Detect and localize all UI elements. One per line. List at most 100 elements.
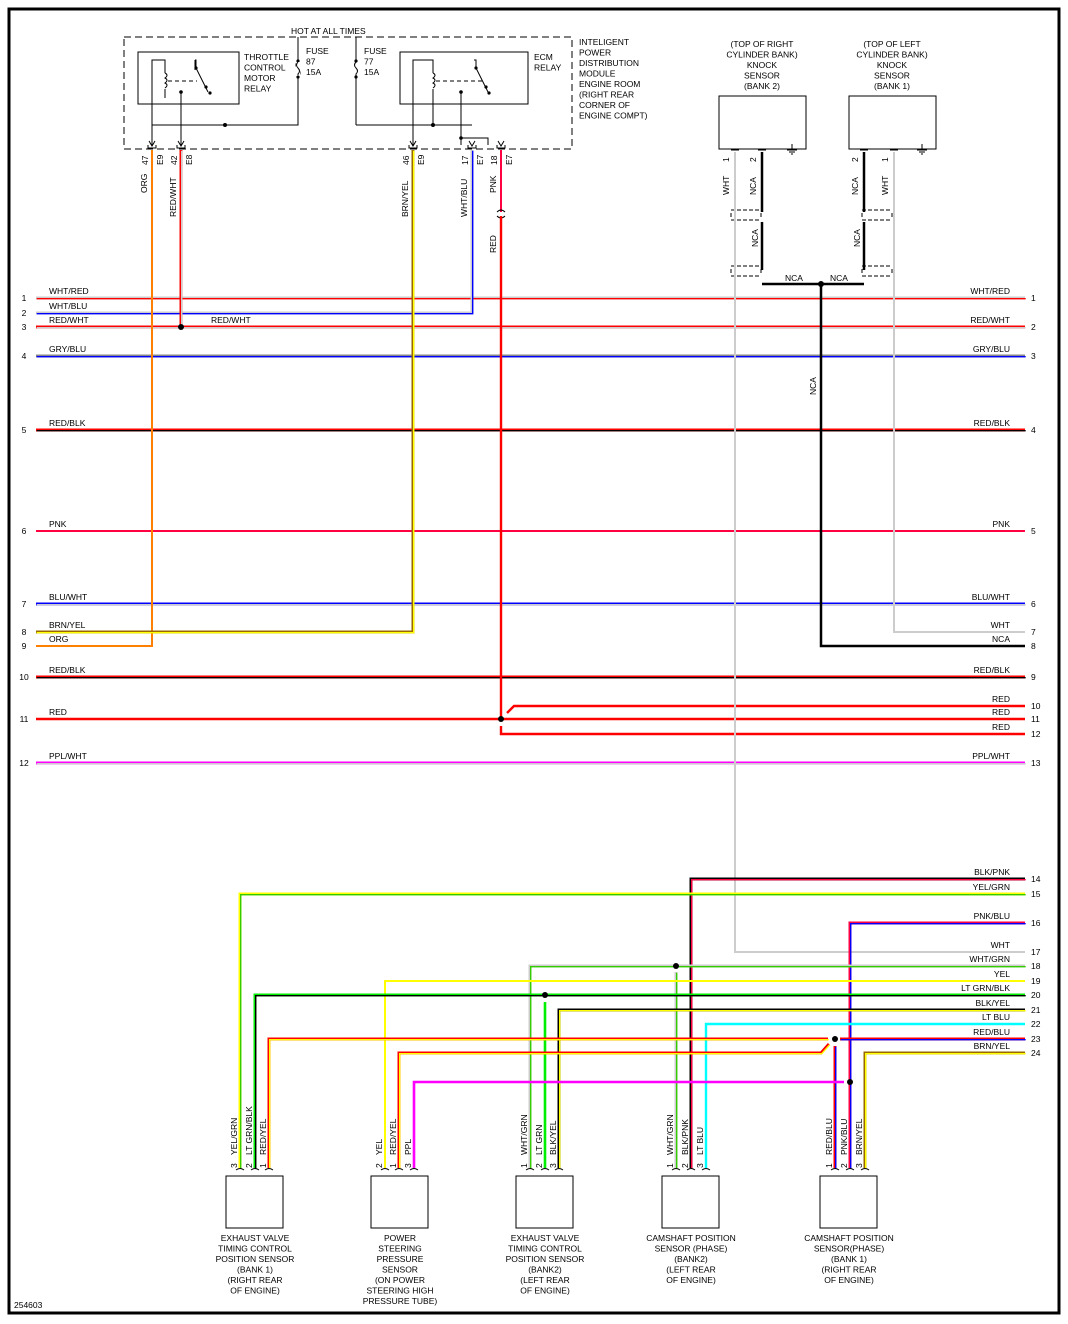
- ipdm-label: INTELIGENTPOWERDISTRIBUTIONMODULEENGINE …: [579, 37, 648, 121]
- connector-pin: [701, 1168, 711, 1171]
- sensor-label: EXHAUST VALVE: [221, 1233, 290, 1243]
- wire-label-left: RED/BLK: [49, 418, 86, 428]
- row-wire: [36, 150, 474, 315]
- wire-label: NCA: [785, 273, 803, 283]
- row-wire: [557, 1008, 1025, 1168]
- wire-label: NCA: [748, 177, 758, 195]
- pin-number: 2: [374, 1163, 384, 1168]
- sensor-label: PRESSURE TUBE): [363, 1296, 438, 1306]
- wire-label-right: NCA: [992, 634, 1010, 644]
- row-wire: [863, 1051, 1025, 1168]
- wire-label-right: RED: [992, 707, 1010, 717]
- row-number-right: 3: [1031, 351, 1036, 361]
- wire-label: WHT: [880, 176, 890, 195]
- wire-label-right: BLK/PNK: [974, 867, 1010, 877]
- pin-number: 3: [229, 1163, 239, 1168]
- fuse-77-label-line: 15A: [364, 67, 379, 77]
- row-number-left: 1: [22, 293, 27, 303]
- connector-id: E9: [155, 154, 165, 165]
- row-wire-stripe: [529, 965, 1026, 1169]
- sensor-label: SENSOR(PHASE): [814, 1244, 885, 1254]
- sensor-label: (RIGHT REAR: [227, 1275, 282, 1285]
- sensor-label: (BANK 1): [831, 1254, 867, 1264]
- row-number-right: 16: [1031, 918, 1041, 928]
- splice-dot: [673, 963, 679, 969]
- wire-label-right: WHT/GRN: [969, 954, 1010, 964]
- row-number-right: 19: [1031, 976, 1041, 986]
- ecm-relay-label-line: ECM: [534, 52, 553, 62]
- sensor-label: CAMSHAFT POSITION: [646, 1233, 736, 1243]
- row-number-left: 2: [22, 308, 27, 318]
- pin-number: 18: [489, 155, 499, 165]
- row-number-left: 7: [22, 599, 27, 609]
- knock-sensor-label: (BANK 2): [744, 81, 780, 91]
- wire-label-left: PNK: [49, 519, 67, 529]
- row-number-right: 8: [1031, 641, 1036, 651]
- fuse-87-label-line: FUSE: [306, 46, 329, 56]
- row-wire-stripe: [254, 994, 1026, 1169]
- wire-label: RED/WHT: [168, 177, 178, 217]
- sensor-label: (ON POWER: [375, 1275, 425, 1285]
- pin-number: 1: [519, 1163, 529, 1168]
- pin-number: 3: [403, 1163, 413, 1168]
- wire-label: BRN/YEL: [854, 1118, 864, 1155]
- splice-dot: [818, 281, 824, 287]
- wire-label-right: RED/WHT: [970, 315, 1010, 325]
- row-number-right: 1: [1031, 293, 1036, 303]
- pin-number: 2: [680, 1163, 690, 1168]
- wire-label-left: ORG: [49, 634, 68, 644]
- sensor-label: OF ENGINE): [666, 1275, 716, 1285]
- connector-pin: [686, 1168, 696, 1171]
- fuse-77-label-line: FUSE: [364, 46, 387, 56]
- connector-pin: [525, 1168, 535, 1171]
- wire-label: WHT/GRN: [665, 1114, 675, 1155]
- row-wire-stripe: [36, 150, 415, 634]
- sensor-label: TIMING CONTROL: [508, 1244, 582, 1254]
- row-wire-stripe: [239, 893, 1026, 1169]
- row-number-left: 11: [20, 714, 29, 724]
- row-wire: [384, 980, 1025, 1168]
- connector-pin: [830, 1168, 840, 1171]
- ecm-relay-label-line: RELAY: [534, 63, 562, 73]
- splice-dot: [498, 716, 504, 722]
- connector-pin: [496, 140, 506, 149]
- connector-pin: [176, 140, 186, 149]
- row-number-right: 11: [1031, 714, 1040, 724]
- sensor-label: (LEFT REAR: [666, 1265, 715, 1275]
- ipdm-label-line: ENGINE ROOM: [579, 79, 640, 89]
- knock-sensor-label: KNOCK: [877, 60, 908, 70]
- row-labels: 1WHT/RED2WHT/BLU3RED/WHT4GRY/BLU5RED/BLK…: [19, 286, 1040, 1058]
- fuse-77-label-line: 77: [364, 57, 374, 67]
- row-number-right: 13: [1031, 758, 1041, 768]
- wire-label: LT GRN: [534, 1125, 544, 1155]
- wire-label-left: RED/WHT: [49, 315, 89, 325]
- fuse-87: [295, 59, 301, 79]
- wire-label: BLK/YEL: [548, 1120, 558, 1155]
- wire-label: LT BLU: [695, 1127, 705, 1155]
- ground-icon: [917, 144, 927, 155]
- diagram-id: 254603: [14, 1300, 43, 1310]
- wire-label-right: RED/BLU: [973, 1027, 1010, 1037]
- sensor-label: STEERING HIGH: [366, 1286, 433, 1296]
- wire-label: PPL: [403, 1139, 413, 1155]
- pin-number: 17: [460, 155, 470, 165]
- ipdm-label-line: CORNER OF: [579, 100, 630, 110]
- row-wire: [412, 1080, 844, 1168]
- wire-label-left: BLU/WHT: [49, 592, 87, 602]
- wire-label-right: WHT: [991, 620, 1010, 630]
- row-number-right: 7: [1031, 627, 1036, 637]
- wire-label: RED/YEL: [388, 1118, 398, 1155]
- row-number-left: 8: [22, 627, 27, 637]
- pin-number: 2: [850, 157, 860, 162]
- row-number-right: 14: [1031, 874, 1041, 884]
- pin-number: 46: [401, 155, 411, 165]
- connector-pin: [250, 1168, 260, 1171]
- connector-pin: [409, 1168, 419, 1171]
- throttle-relay-label-line: MOTOR: [244, 73, 275, 83]
- sensor-label: OF ENGINE): [824, 1275, 874, 1285]
- wire-label: NCA: [830, 273, 848, 283]
- row-wire-stripe: [849, 922, 1026, 1169]
- pin-number: 2: [244, 1163, 254, 1168]
